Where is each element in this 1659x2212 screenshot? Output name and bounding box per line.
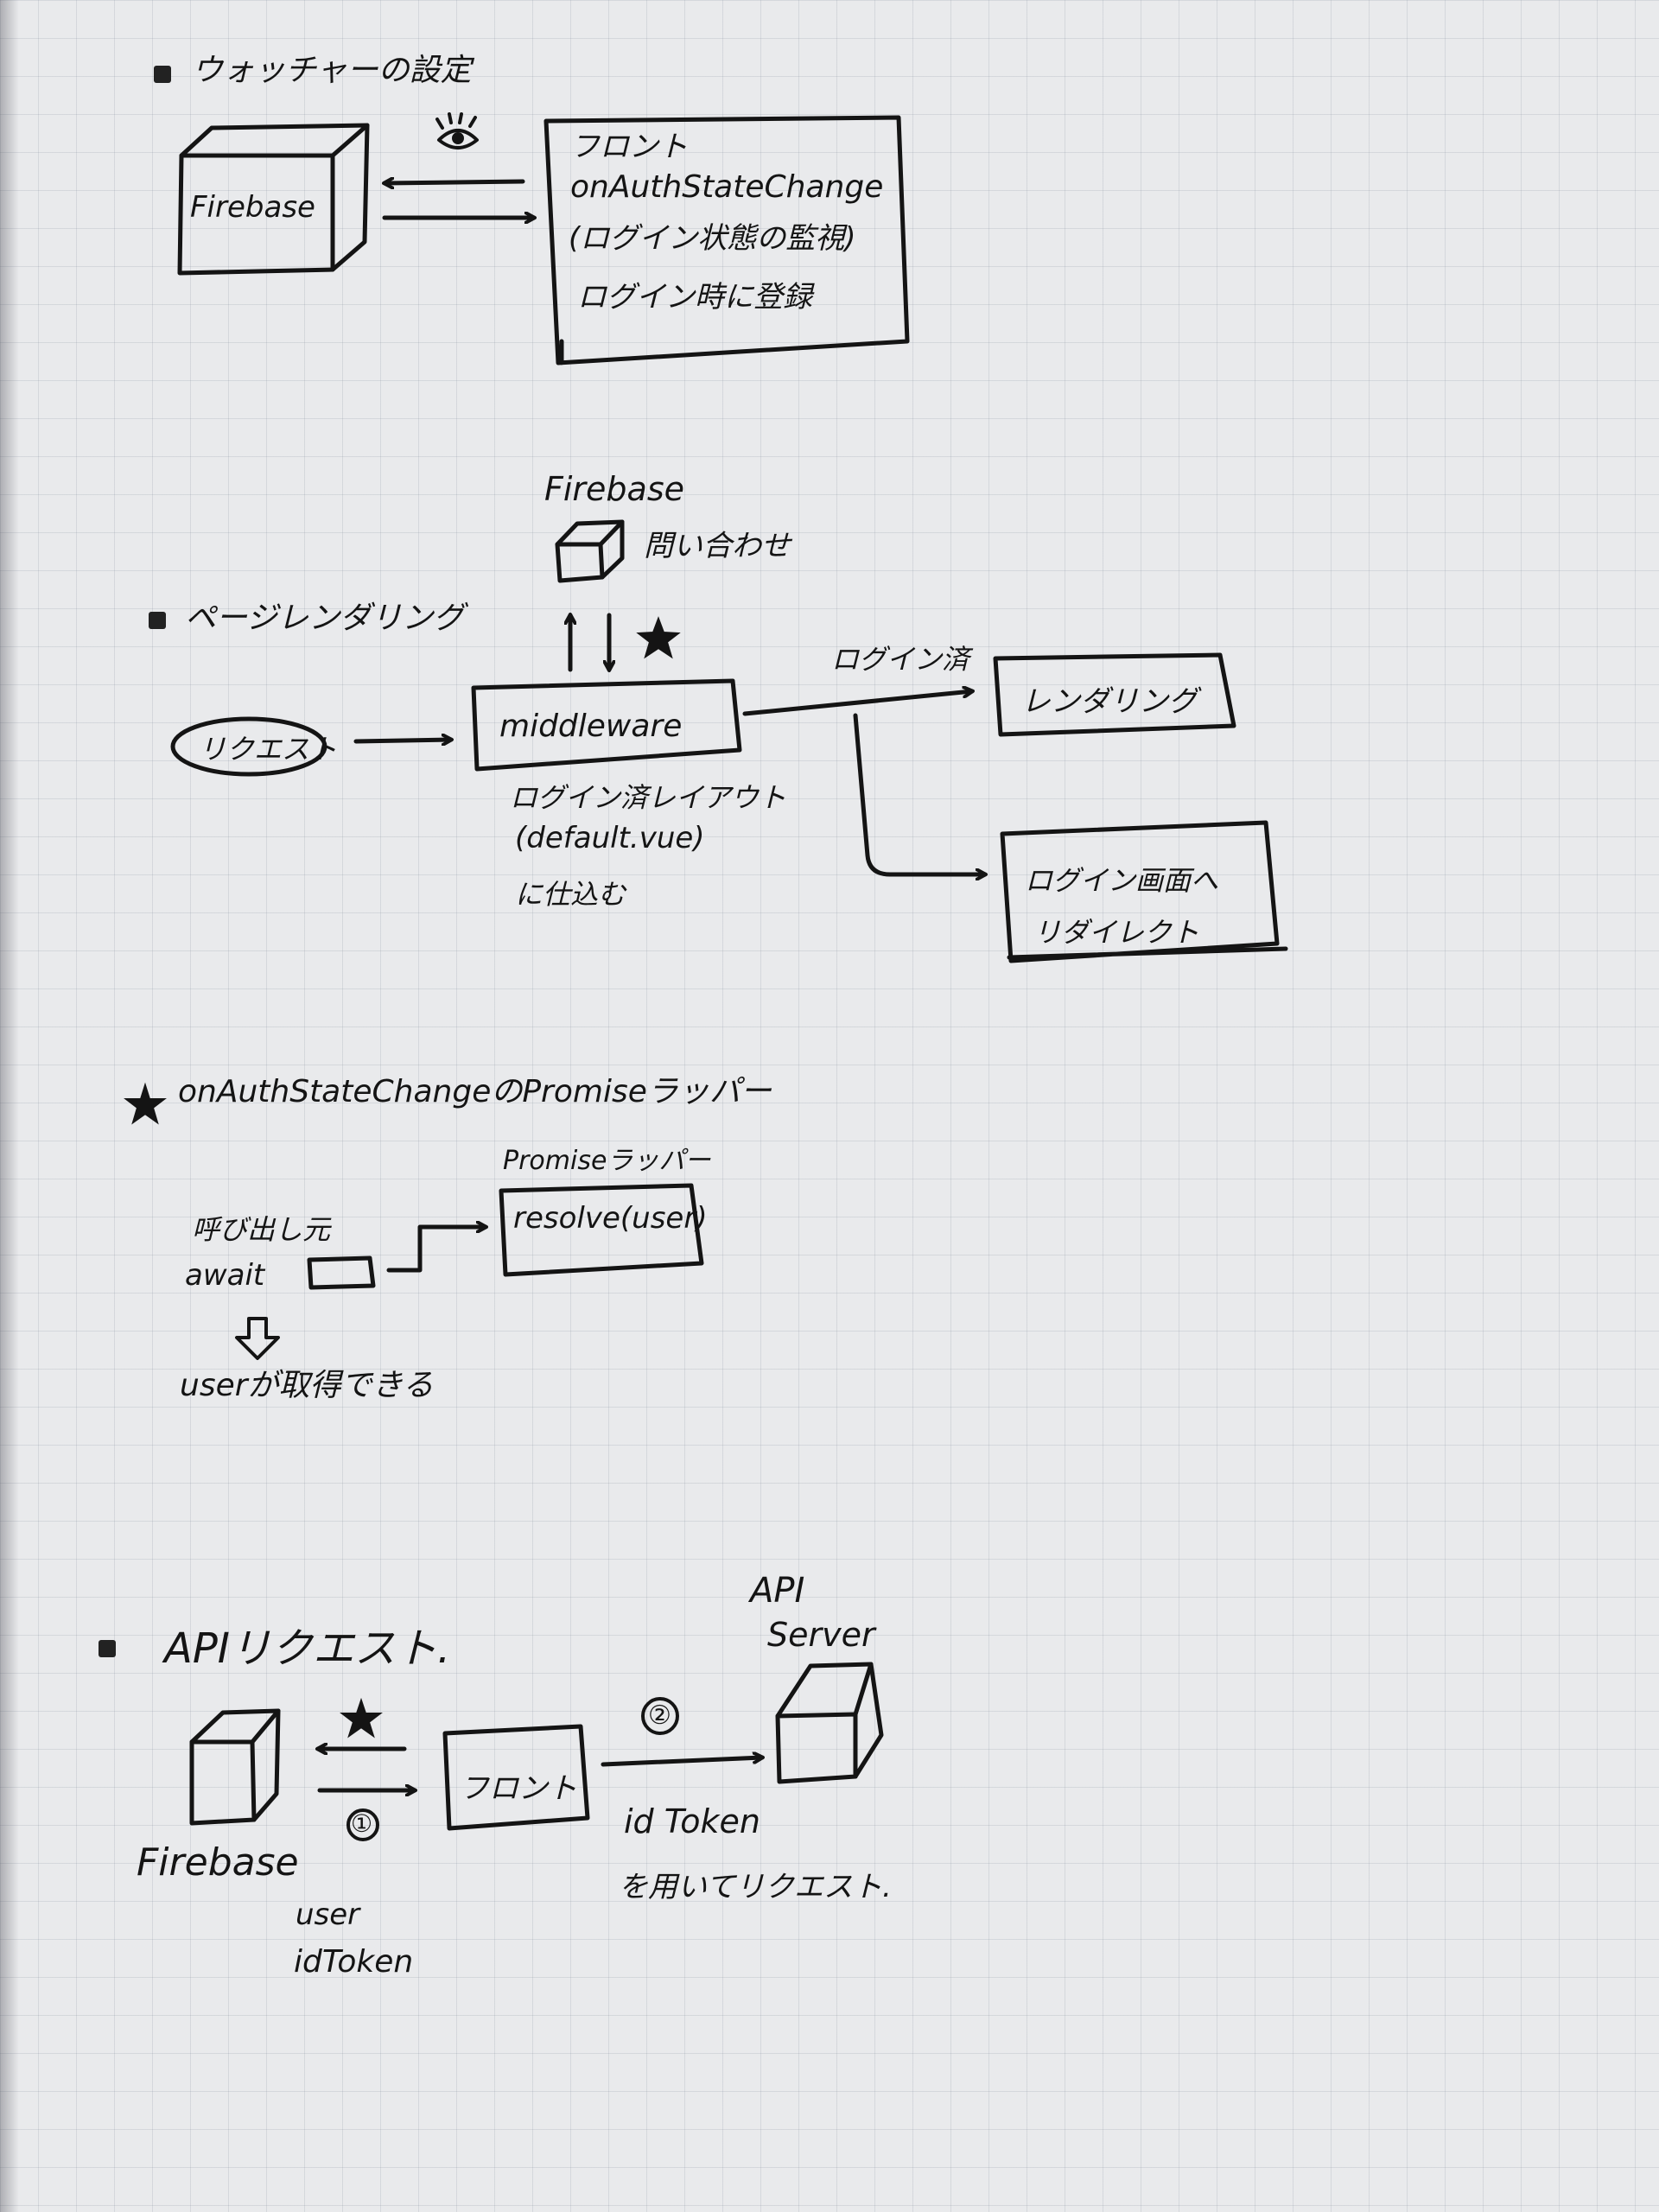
- middleware-note-line2: (default.vue): [515, 821, 705, 855]
- watcher-section-title: ウォッチャーの設定: [192, 53, 472, 88]
- render-firebase-label: Firebase: [544, 470, 685, 508]
- rendering-box: [993, 652, 1236, 737]
- step2-label: ②: [648, 1700, 671, 1731]
- arrow-request-to-middleware: [353, 740, 451, 741]
- api-firebase-label: Firebase: [137, 1840, 299, 1885]
- promise-section-title: onAuthStateChangeのPromiseラッパー: [178, 1074, 772, 1109]
- front-watch-box: [543, 115, 910, 365]
- user-label: user: [296, 1897, 360, 1932]
- front-api-box: [442, 1724, 590, 1831]
- arrow-await-to-wrapper: [386, 1227, 486, 1273]
- watcher-front-line2: (ログイン状態の監視): [569, 221, 856, 256]
- caller-label: 呼び出し元: [192, 1213, 331, 1246]
- api-server-line2: Server: [767, 1616, 875, 1654]
- redirect-line1: ログイン画面へ: [1025, 864, 1219, 897]
- step2-circle: [641, 1697, 679, 1735]
- await-placeholder-box: [307, 1255, 376, 1290]
- api-server-line1: API: [750, 1571, 805, 1611]
- inquiry-label: 問い合わせ: [644, 529, 791, 563]
- middleware-note-line3: に仕込む: [515, 878, 626, 911]
- page-rendering-section-title: ページレンダリング: [185, 601, 465, 636]
- firebase-api-cube-icon: [189, 1708, 281, 1826]
- step1-circle: [346, 1808, 379, 1841]
- arrow-middleware-to-redirect: [853, 713, 985, 874]
- watcher-front-line1: onAuthStateChange: [570, 169, 884, 205]
- redirect-box: [1000, 820, 1288, 963]
- firebase-small-cube-icon: [555, 519, 625, 583]
- section-bullet: [99, 1640, 116, 1657]
- watcher-firebase-label: Firebase: [190, 190, 315, 225]
- middleware-box: [471, 678, 742, 772]
- star-api-icon: [340, 1697, 383, 1738]
- api-section-title: APIリクエスト.: [164, 1624, 451, 1673]
- redirect-line2: リダイレクト: [1033, 916, 1200, 949]
- user-result-label: userが取得できる: [180, 1368, 434, 1403]
- arrow-front-to-server: [601, 1758, 762, 1767]
- id-token-request-label: id Token: [624, 1802, 760, 1840]
- request-label: リクエスト: [199, 733, 338, 766]
- step1-label: ①: [351, 1809, 373, 1838]
- request-ellipse: [170, 716, 327, 777]
- front-api-label: フロント: [460, 1771, 577, 1806]
- firebase-cube-icon: [177, 123, 370, 276]
- rendering-box-label: レンダリング: [1021, 684, 1198, 719]
- resolve-label: resolve(user): [513, 1201, 708, 1236]
- middleware-note-line1: ログイン済レイアウト: [510, 781, 787, 814]
- section-bullet: [154, 66, 171, 83]
- arrow-middleware-to-rendering: [742, 691, 972, 716]
- api-server-cube-icon: [775, 1662, 884, 1784]
- page-edge-shadow: [0, 0, 19, 2212]
- middleware-label: middleware: [499, 709, 683, 744]
- promise-wrapper-label: Promiseラッパー: [503, 1146, 711, 1176]
- use-request-label: を用いてリクエスト.: [619, 1870, 892, 1904]
- section-bullet: [149, 612, 166, 629]
- watcher-front-line3: ログイン時に登録: [577, 280, 812, 315]
- star-icon: [636, 616, 681, 659]
- id-token-label: idToken: [294, 1944, 414, 1980]
- resolve-box: [499, 1183, 704, 1277]
- arrow-front-to-firebase: [385, 181, 525, 183]
- watcher-front-title: フロント: [570, 130, 688, 164]
- logged-in-label: ログイン済: [831, 643, 970, 676]
- eye-icon: [435, 112, 479, 149]
- await-label: await: [185, 1258, 265, 1293]
- down-arrow-icon: [235, 1317, 280, 1360]
- star-bullet-icon: [124, 1082, 167, 1125]
